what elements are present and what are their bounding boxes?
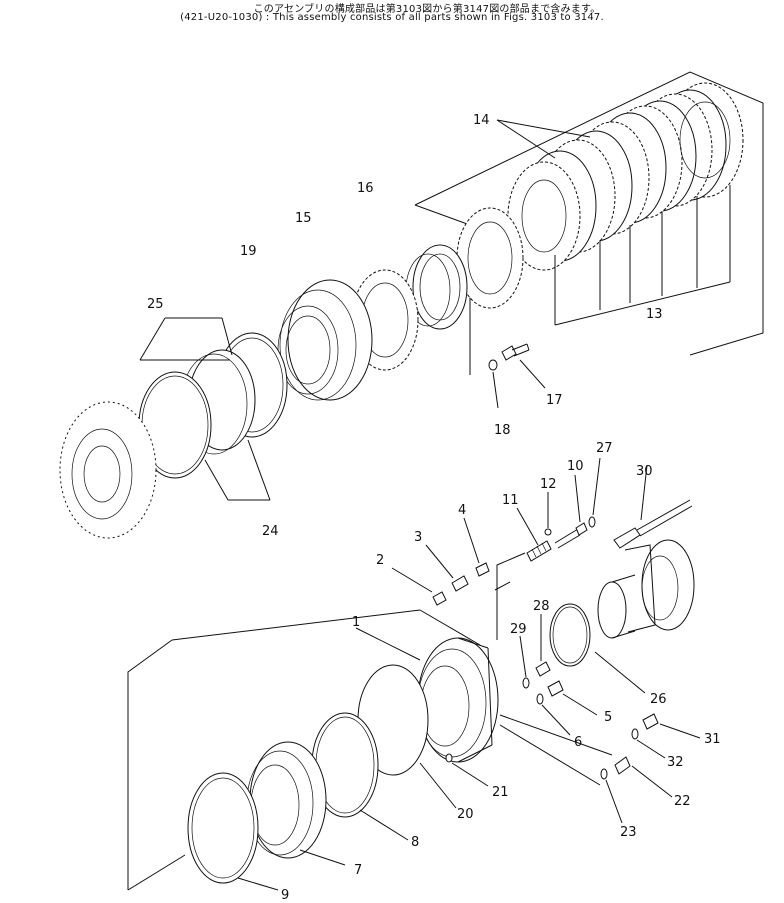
callout-9: 9	[281, 888, 289, 903]
callout-30: 30	[636, 464, 653, 479]
bracket-25	[139, 317, 233, 361]
callout-4: 4	[458, 503, 466, 518]
callout-15: 15	[295, 211, 312, 226]
callout-22: 22	[674, 794, 691, 809]
callout-23: 23	[620, 825, 637, 840]
callout-25: 25	[147, 297, 164, 312]
callout-1: 1	[352, 615, 360, 630]
lines-to-31-22-23	[499, 714, 613, 786]
part-29-oring	[519, 635, 530, 689]
callout-31: 31	[704, 732, 721, 747]
callout-17: 17	[546, 393, 563, 408]
callout-19: 19	[240, 244, 257, 259]
callout-21: 21	[492, 785, 509, 800]
part-17-bolt	[501, 343, 546, 389]
callout-18: 18	[494, 423, 511, 438]
part-28-plug	[535, 614, 551, 677]
callout-10: 10	[567, 459, 584, 474]
callout-29: 29	[510, 622, 527, 637]
part-27-oring	[588, 457, 601, 528]
callout-26: 26	[650, 692, 667, 707]
part-26-seal-ring	[549, 603, 646, 694]
lower-boundary-lines	[127, 609, 481, 891]
callout-8: 8	[411, 835, 419, 850]
callout-3: 3	[414, 530, 422, 545]
callout-12: 12	[540, 477, 557, 492]
callout-24: 24	[262, 524, 279, 539]
part-30-sensor	[613, 464, 693, 549]
bracket-24	[204, 439, 271, 501]
callout-28: 28	[533, 599, 550, 614]
part-11-spring	[516, 507, 552, 562]
plate-13-bracket	[554, 185, 731, 326]
part-4-plug	[463, 517, 490, 577]
clutch-plate-stack	[507, 82, 744, 271]
cover-disc	[59, 401, 157, 539]
part-22-bolt	[614, 756, 673, 798]
part-5-plug	[547, 680, 598, 716]
callout-5: 5	[604, 710, 612, 725]
callout-14: 14	[473, 113, 490, 128]
part-6-oring	[536, 693, 571, 736]
callout-13: 13	[646, 307, 663, 322]
callout-27: 27	[596, 441, 613, 456]
part-1-clutch-housing	[417, 637, 499, 763]
lead-line-1	[355, 552, 526, 661]
part-16-hub	[405, 244, 468, 330]
callout-6: 6	[574, 735, 582, 750]
callout-16: 16	[357, 181, 374, 196]
plate-14-leaders	[496, 119, 591, 159]
part-21-plug	[445, 753, 489, 787]
part-18-washer	[488, 359, 499, 409]
part-19-carrier	[277, 279, 373, 401]
callout-2: 2	[376, 553, 384, 568]
part-3-fitting	[425, 544, 469, 592]
callout-20: 20	[457, 807, 474, 822]
part-9-ring	[187, 772, 279, 891]
part-12-ball	[544, 492, 552, 536]
part-23-oring	[600, 768, 623, 824]
part-31-plug	[642, 713, 701, 739]
part-26-output-housing	[597, 539, 695, 639]
callout-labels: 1 2 3 4 5 6 7 8 9 10 11 12 13 14 15 16 1…	[147, 113, 721, 903]
part-32-oring	[631, 728, 666, 759]
callout-7: 7	[354, 863, 362, 878]
callout-11: 11	[502, 493, 519, 508]
callout-32: 32	[667, 755, 684, 770]
header-note-english: (421-U20-1030) : This assembly consists …	[180, 12, 604, 23]
part-10-bolt	[554, 474, 588, 549]
header-note-japanese: このアセンブリの構成部品は第3103図から第3147図の部品まで含みます。	[253, 4, 601, 15]
part-24-25-seal-rings	[138, 332, 288, 479]
part-2-plug	[391, 567, 447, 606]
